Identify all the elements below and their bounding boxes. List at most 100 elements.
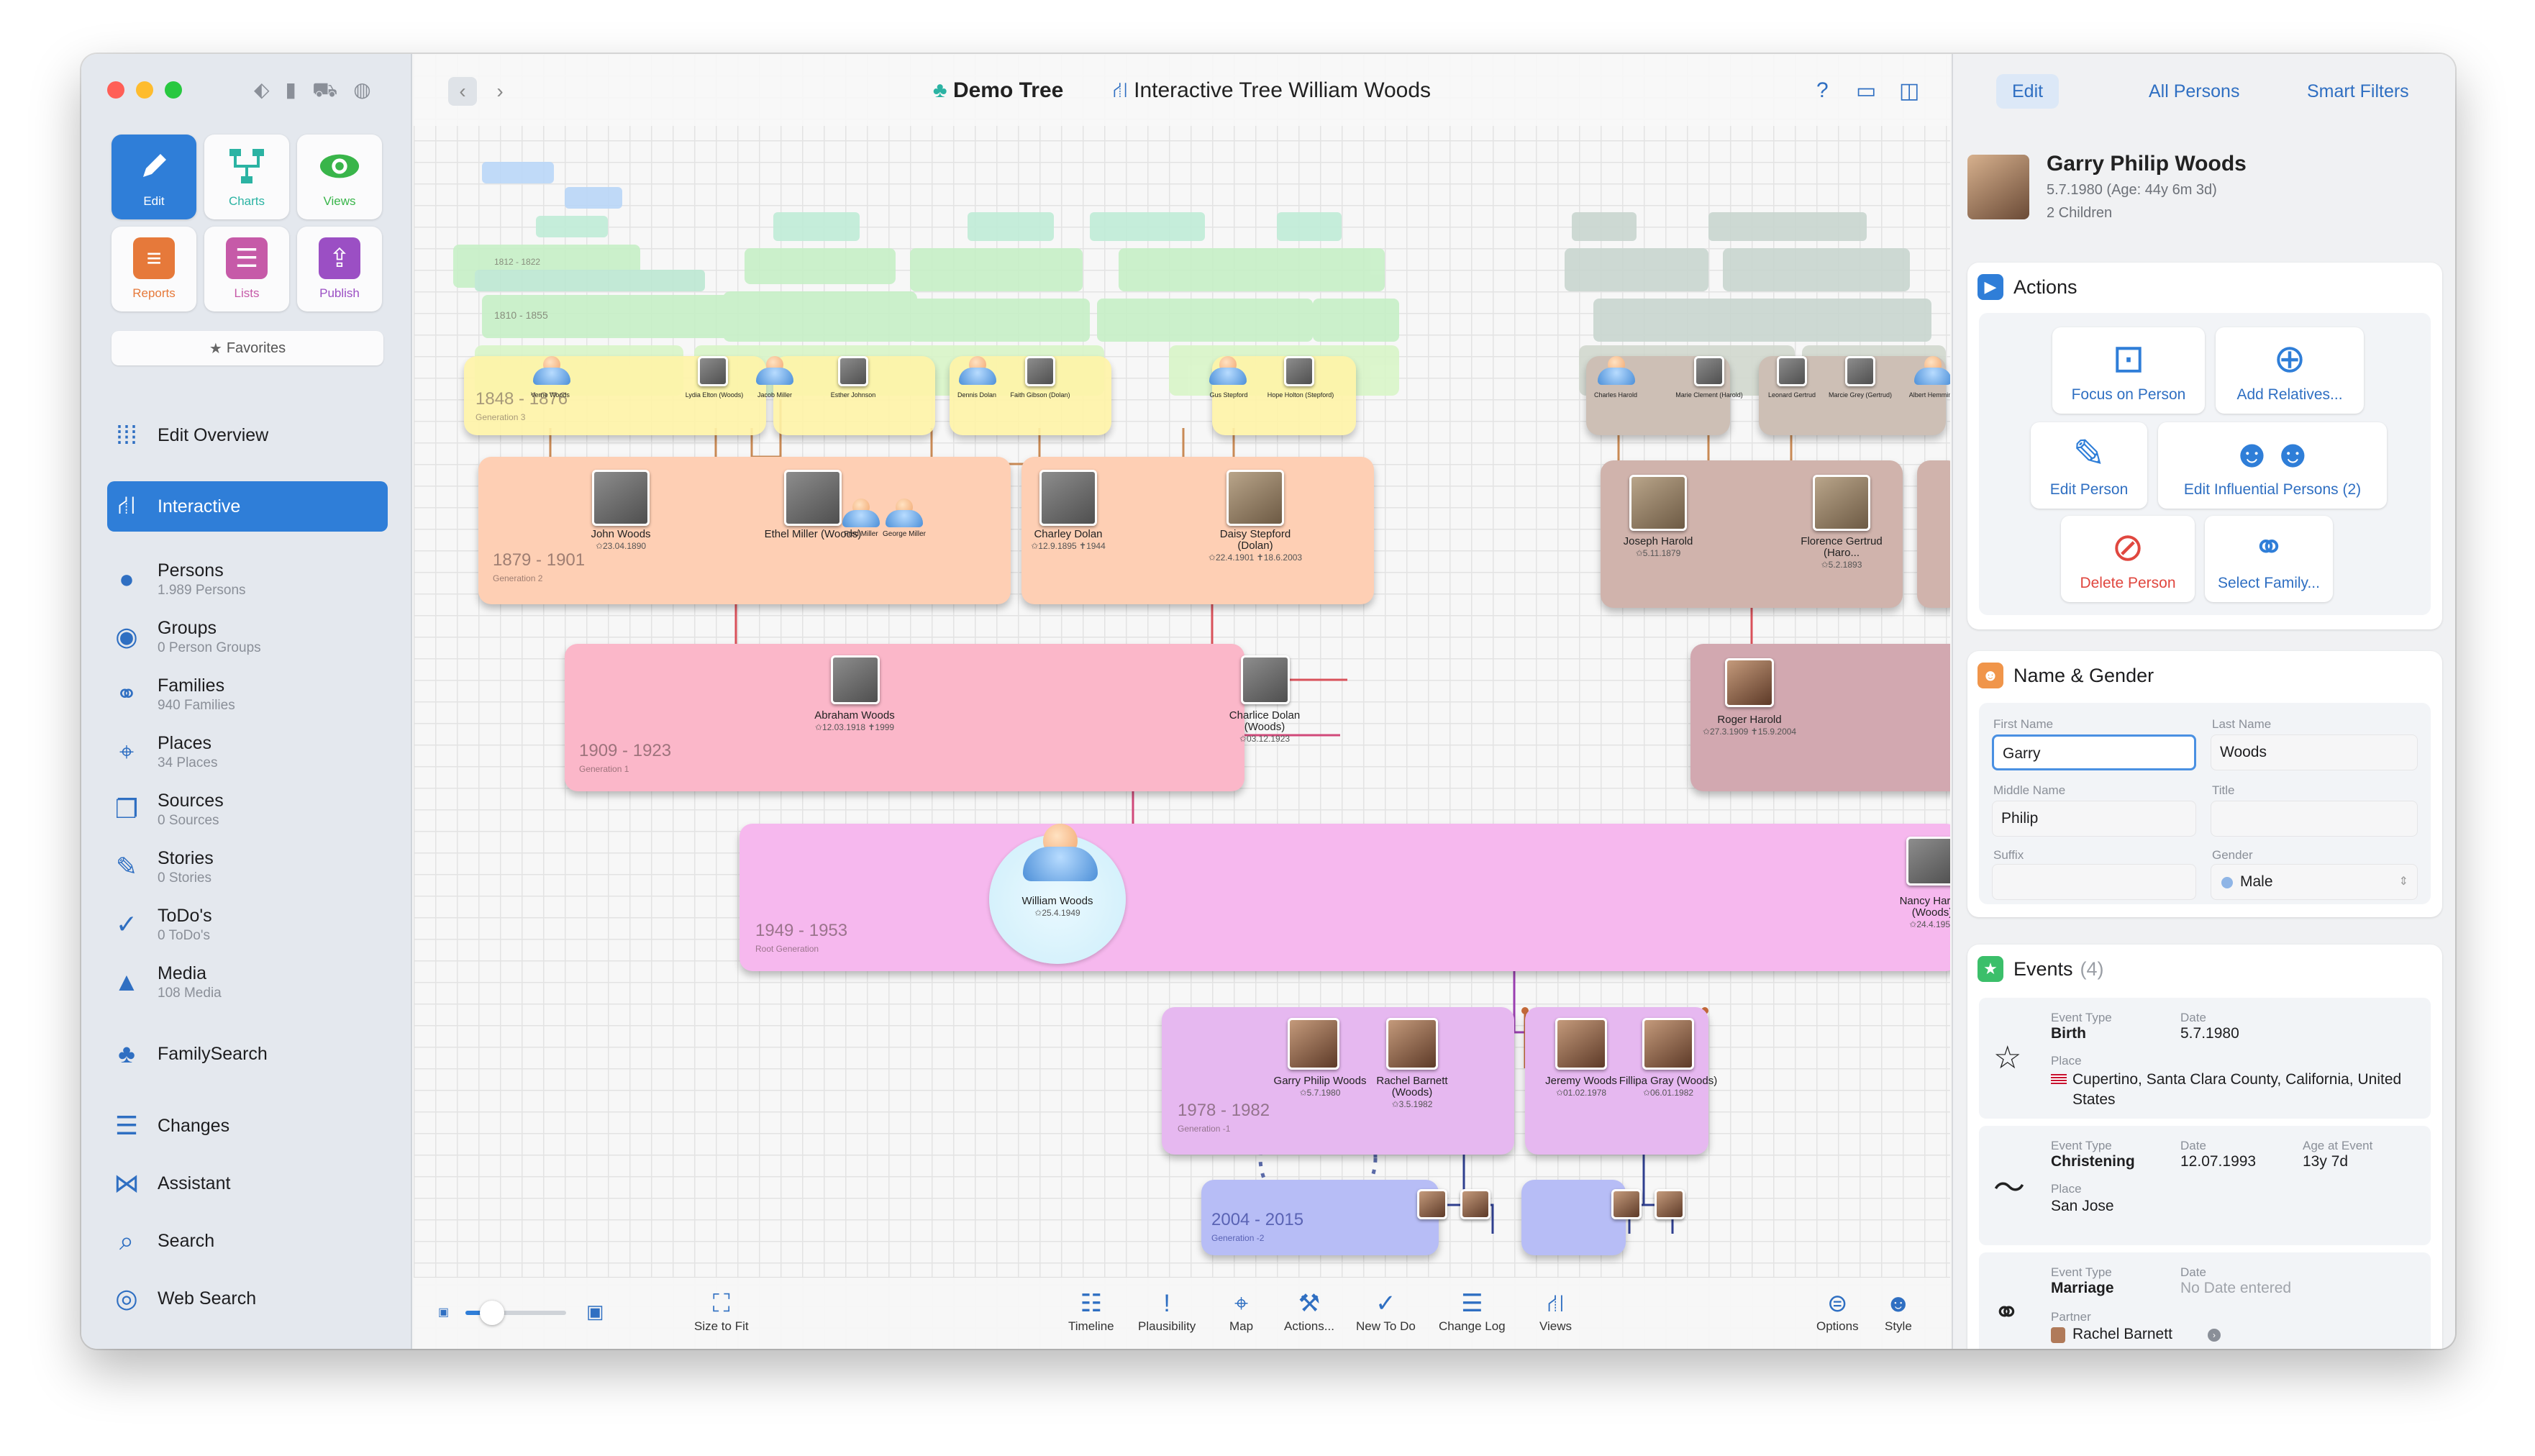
delete-person-button[interactable]: ⊘Delete Person <box>2061 516 2195 602</box>
avatar[interactable] <box>1967 155 2029 219</box>
tab-smart-filters[interactable]: Smart Filters <box>2307 81 2409 101</box>
person-photo[interactable] <box>1845 356 1875 386</box>
edit-person-button[interactable]: ✎Edit Person <box>2031 422 2147 509</box>
zoom-in-icon[interactable]: ▣ <box>586 1301 604 1322</box>
favorites-button[interactable]: ★ Favorites <box>111 331 383 365</box>
person-photo[interactable] <box>1284 356 1314 386</box>
person-photo[interactable] <box>784 470 842 526</box>
tab-edit[interactable]: Edit <box>1996 74 2060 109</box>
person-avatar[interactable] <box>752 356 798 385</box>
person-jeremy[interactable]: Jeremy Woods✩01.02.1978 <box>1527 1075 1635 1098</box>
person-name[interactable]: George Miller <box>882 530 927 538</box>
zoom-slider-knob[interactable] <box>480 1301 504 1325</box>
tag-icon[interactable]: ⬖ <box>254 78 270 101</box>
person-photo[interactable] <box>1025 356 1055 386</box>
lists-tile[interactable]: ☰ Lists <box>204 227 289 311</box>
generation-box[interactable] <box>1917 460 1950 608</box>
window-icon[interactable]: ▭ <box>1856 79 1877 103</box>
size-to-fit-button[interactable]: ⛶Size to Fit <box>694 1288 749 1334</box>
person-photo[interactable] <box>1611 1189 1642 1219</box>
partner-name[interactable]: Rachel Barnett <box>2072 1326 2172 1342</box>
generation-box[interactable]: 1909 - 1923 Generation 1 <box>565 644 1244 791</box>
sidebar-item-edit-overview[interactable]: ⁞⁞⁞ Edit Overview <box>107 414 388 457</box>
person-photo[interactable] <box>1777 356 1807 386</box>
options-button[interactable]: ⊜Options <box>1816 1288 1859 1334</box>
person-avatar[interactable] <box>1593 356 1639 385</box>
person-photo[interactable] <box>1417 1189 1447 1219</box>
person-name[interactable]: Albert Hemming <box>1908 391 1950 399</box>
generation-box[interactable] <box>1521 1180 1626 1255</box>
person-avatar[interactable] <box>955 356 1001 385</box>
person-name[interactable]: Dennis Dolan <box>957 391 997 399</box>
person-ethel[interactable]: Ethel Miller (Woods) <box>759 529 867 540</box>
chevron-circle-icon[interactable]: › <box>2208 1329 2221 1342</box>
bookmark-icon[interactable]: ▮ <box>285 78 296 101</box>
person-rachel[interactable]: Rachel Barnett (Woods)✩3.5.1982 <box>1358 1075 1466 1110</box>
person-photo[interactable] <box>1460 1189 1490 1219</box>
views-button[interactable]: ⛙Views <box>1539 1288 1572 1334</box>
person-name[interactable]: Marcie Grey (Gertrud) <box>1828 391 1892 399</box>
person-photo[interactable] <box>1386 1018 1438 1070</box>
person-john[interactable]: John Woods✩23.04.1890 <box>567 529 675 552</box>
person-photo[interactable] <box>1629 475 1687 531</box>
person-name[interactable]: Gus Stepford <box>1209 391 1248 399</box>
first-name-field[interactable]: Garry <box>1992 734 2196 770</box>
person-name[interactable]: Charles Harold <box>1593 391 1638 399</box>
person-photo[interactable] <box>1288 1018 1339 1070</box>
person-photo[interactable] <box>1226 470 1284 526</box>
person-photo[interactable] <box>1725 658 1774 707</box>
title-field[interactable] <box>2211 801 2418 837</box>
car-icon[interactable]: ⛟ <box>311 78 338 101</box>
person-avatar[interactable] <box>1014 824 1106 881</box>
person-name[interactable]: Faith Gibson (Dolan) <box>1010 391 1070 399</box>
person-charlice[interactable]: Charlice Dolan (Woods)✩03.12.1923 <box>1211 710 1319 745</box>
person-photo[interactable] <box>592 470 650 526</box>
gender-select[interactable]: Male ⇕ <box>2211 864 2418 900</box>
person-abraham[interactable]: Abraham Woods✩12.03.1918 ✝1999 <box>801 710 909 733</box>
person-avatar[interactable] <box>529 356 575 385</box>
zoom-out-icon[interactable]: ▣ <box>438 1306 450 1319</box>
style-button[interactable]: ☻Style <box>1885 1288 1912 1334</box>
person-william[interactable]: William Woods✩25.4.1949 <box>1003 896 1111 919</box>
middle-name-field[interactable]: Philip <box>1992 801 2196 837</box>
event-row-birth[interactable]: ☆ Event Type Birth Date 5.7.1980 Place C… <box>1979 998 2431 1119</box>
person-name[interactable]: Hope Holton (Stepford) <box>1267 391 1334 399</box>
person-name[interactable]: Leonard Gertrud <box>1767 391 1816 399</box>
change-log-button[interactable]: ☰Change Log <box>1439 1288 1506 1334</box>
globe-icon[interactable]: ◍ <box>353 78 371 101</box>
person-photo[interactable] <box>1694 356 1724 386</box>
person-photo[interactable] <box>1655 1189 1685 1219</box>
person-avatar[interactable] <box>881 499 927 527</box>
person-photo[interactable] <box>1813 475 1870 531</box>
tree-canvas[interactable]: 1848 - 1876 Generation 3 1879 - 1901 Gen… <box>414 54 1950 1349</box>
select-family-button[interactable]: ⚭Select Family... <box>2205 516 2333 602</box>
add-relatives-button[interactable]: ⊕Add Relatives... <box>2216 327 2364 414</box>
sidebar-item-interactive[interactable]: ⛙ Interactive <box>107 481 388 532</box>
zoom-window-button[interactable] <box>165 81 182 99</box>
minimize-window-button[interactable] <box>136 81 153 99</box>
person-name[interactable]: Marie Clement (Harold) <box>1675 391 1743 399</box>
person-florence[interactable]: Florence Gertrud (Haro...✩5.2.1893 <box>1788 536 1895 570</box>
person-name[interactable]: Fred Miller <box>844 530 878 538</box>
person-photo[interactable] <box>831 655 880 704</box>
zoom-slider[interactable] <box>465 1301 566 1325</box>
person-name[interactable]: Verne Woods <box>531 391 570 399</box>
reports-tile[interactable]: ≡ Reports <box>111 227 196 311</box>
map-button[interactable]: ⌖Map <box>1229 1288 1253 1334</box>
publish-tile[interactable]: ⇪ Publish <box>297 227 382 311</box>
person-charley[interactable]: Charley Dolan✩12.9.1895 ✝1944 <box>1014 529 1122 552</box>
sidebar-item-familysearch[interactable]: ♣ FamilySearch <box>107 1032 388 1075</box>
person-photo[interactable] <box>1555 1018 1607 1070</box>
plausibility-button[interactable]: !Plausibility <box>1138 1288 1196 1334</box>
timeline-button[interactable]: ☷Timeline <box>1068 1288 1114 1334</box>
generation-box[interactable]: 1949 - 1953 Root Generation <box>739 824 1950 971</box>
sidebar-item-changes[interactable]: ☰ Changes <box>107 1104 388 1147</box>
person-avatar[interactable] <box>838 499 884 527</box>
close-window-button[interactable] <box>107 81 124 99</box>
